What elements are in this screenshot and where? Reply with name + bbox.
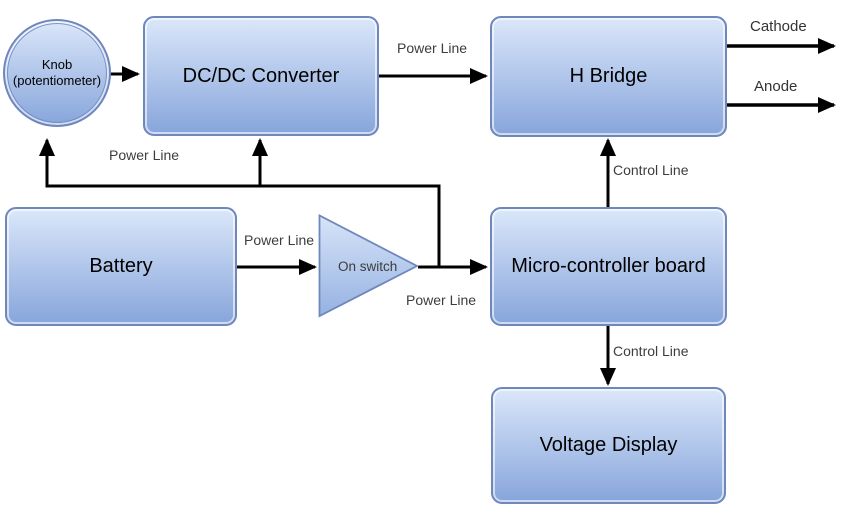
node-on-switch	[318, 214, 419, 318]
edge-label-converter-to-hbridge: Power Line	[396, 40, 469, 57]
edge-label-battery-to-switch: Power Line	[243, 232, 316, 249]
node-knob-label-line2: (potentiometer)	[12, 73, 102, 88]
node-battery-label: Battery	[89, 255, 153, 277]
node-dcdc-converter: DC/DC Converter	[143, 16, 379, 136]
on-switch-triangle	[318, 214, 419, 318]
edge-label-cathode: Cathode	[749, 18, 808, 35]
edge-label-switch-to-micro: Power Line	[405, 292, 478, 309]
node-dcdc-converter-label: DC/DC Converter	[182, 64, 340, 87]
node-voltage-display-label: Voltage Display	[539, 434, 678, 456]
node-microcontroller-board: Micro-controller board	[490, 207, 727, 326]
edge-label-micro-to-hbridge: Control Line	[612, 162, 690, 179]
node-voltage-display: Voltage Display	[491, 387, 726, 504]
node-knob-potentiometer: Knob (potentiometer)	[3, 19, 111, 127]
edge-label-micro-to-display: Control Line	[612, 343, 690, 360]
edge-label-power-feedback: Power Line	[108, 147, 181, 164]
connector-power-feedback-to-knob	[39, 138, 441, 267]
node-microcontroller-label: Micro-controller board	[511, 255, 706, 277]
node-h-bridge-label: H Bridge	[569, 65, 648, 87]
node-battery: Battery	[5, 207, 237, 326]
edge-label-anode: Anode	[753, 78, 799, 95]
node-on-switch-label: On switch	[338, 259, 398, 274]
node-knob-label-line1: Knob	[41, 57, 73, 72]
node-h-bridge: H Bridge	[490, 16, 727, 137]
